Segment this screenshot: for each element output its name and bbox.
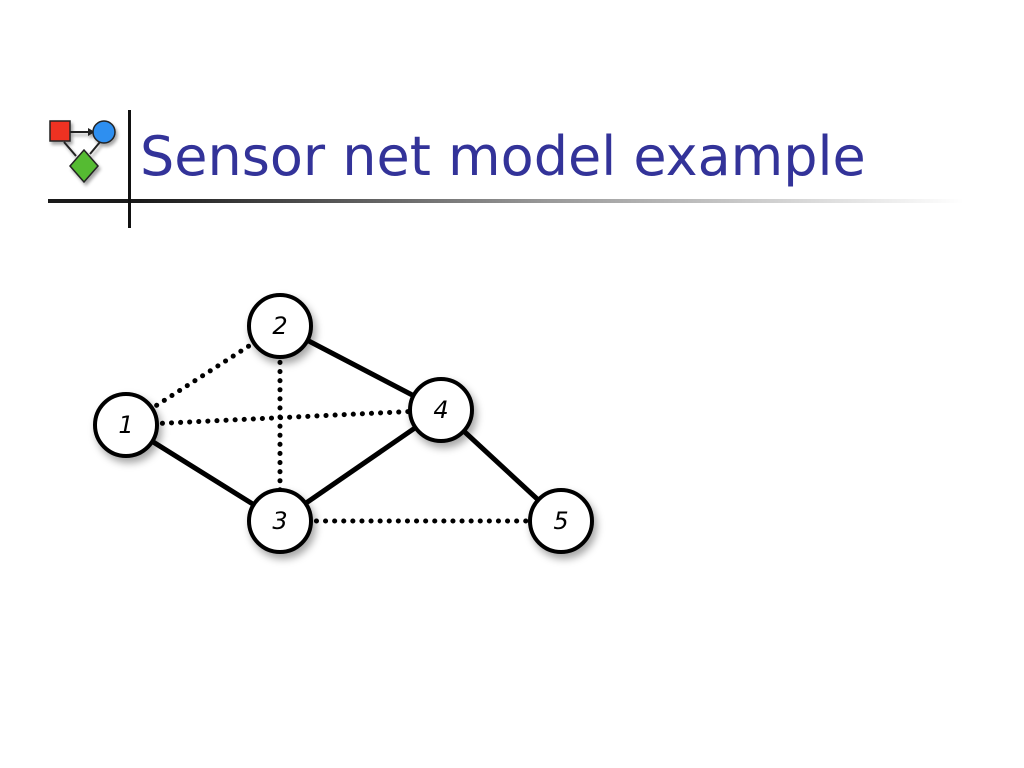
node-label: 3 [272,507,287,535]
node-4: 4 [408,377,474,443]
node-circle [528,488,594,554]
logo-circle-icon [92,120,116,144]
logo-diamond-icon [69,148,99,184]
node-1: 1 [93,392,159,458]
node-circle [247,293,313,359]
node-5: 5 [528,488,594,554]
node-circle [93,392,159,458]
node-label: 4 [433,396,448,424]
edge-1-4-dotted [123,407,444,428]
node-circle [408,377,474,443]
node-layer: 1 2 3 4 5 [93,293,594,554]
node-3: 3 [247,488,313,554]
node-circle [247,488,313,554]
slide-title: Sensor net model example [140,125,866,188]
node-label: 1 [118,411,133,439]
title-underline [48,199,964,203]
title-divider [128,110,131,228]
logo-square-icon [49,120,71,142]
diagram-logo-icon [49,120,116,184]
node-2: 2 [247,293,313,359]
edge-layer [123,323,564,524]
node-label: 2 [272,312,287,340]
node-label: 5 [553,507,568,535]
